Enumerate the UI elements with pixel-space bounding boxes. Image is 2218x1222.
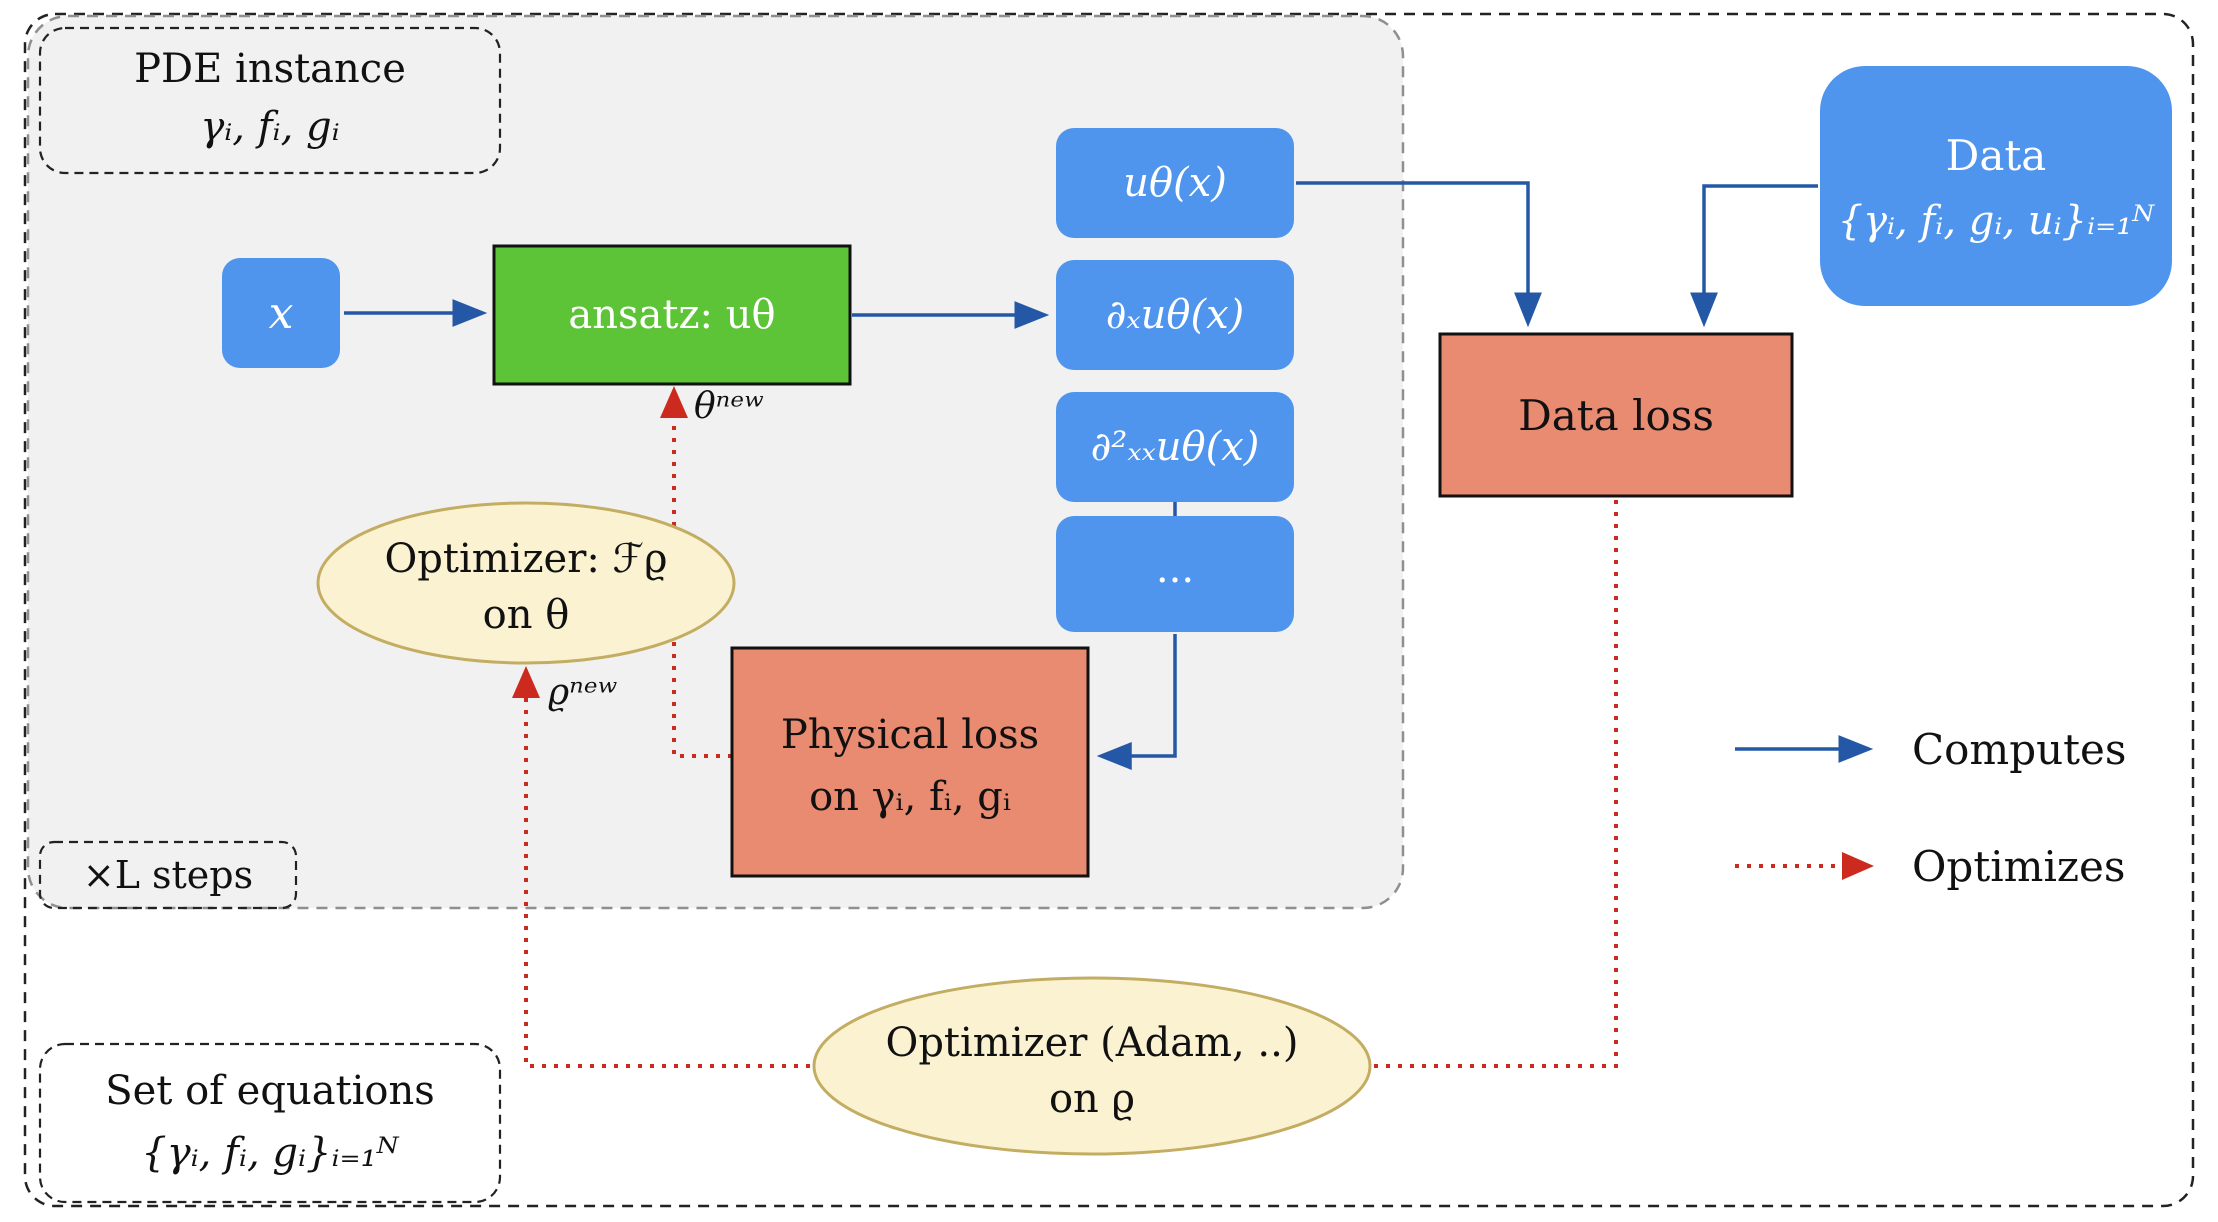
- first-derivative-node: [1056, 260, 1294, 370]
- pde-instance-box: [38, 26, 502, 175]
- second-derivative-node: [1056, 392, 1294, 502]
- outer-dashed-border: [23, 12, 2195, 1208]
- optimizer-theta-subtitle: on θ: [483, 592, 570, 638]
- rho-new-annotation: ϱⁿᵉʷ: [548, 672, 617, 713]
- pde-instance-title: PDE instance: [134, 46, 406, 92]
- data-node: [1820, 66, 2172, 306]
- optimizes-arrow-physicalloss-to-ansatz: [660, 386, 732, 758]
- x-input-label: x: [269, 288, 294, 339]
- steps-box: [38, 840, 298, 910]
- data-subtitle: {γᵢ, fᵢ, gᵢ, uᵢ}ᵢ₌₁ᴺ: [1838, 198, 2156, 244]
- data-loss-label: Data loss: [1518, 391, 1714, 440]
- data-loss-node: [1438, 332, 1794, 498]
- equations-set-title: Set of equations: [105, 1068, 435, 1114]
- u-theta-output-label: uθ(x): [1123, 160, 1227, 206]
- optimizer-rho-subtitle: on ϱ: [1049, 1076, 1135, 1122]
- ansatz-label: ansatz: uθ: [568, 292, 775, 338]
- legend-optimizes-label: Optimizes: [1912, 842, 2125, 891]
- optimizer-rho-title: Optimizer (Adam, ..): [886, 1020, 1299, 1066]
- physical-loss-subtitle: on γᵢ, fᵢ, gᵢ: [809, 774, 1011, 820]
- more-derivatives-label: ...: [1156, 546, 1194, 592]
- u-theta-output-node: [1056, 128, 1294, 238]
- steps-label: ×L steps: [83, 853, 253, 897]
- legend-computes-label: Computes: [1912, 725, 2126, 774]
- computes-arrow-data-to-dataloss: [1690, 184, 1818, 328]
- pde-instance-subtitle: γᵢ, fᵢ, gᵢ: [200, 104, 339, 150]
- first-derivative-label: ∂ₓuθ(x): [1106, 292, 1245, 338]
- physical-loss-title: Physical loss: [781, 712, 1039, 758]
- data-title: Data: [1946, 131, 2047, 180]
- optimizes-arrow-dataloss-to-optimizer: [1374, 500, 1618, 1068]
- equations-set-subtitle: {γᵢ, fᵢ, gᵢ}ᵢ₌₁ᴺ: [141, 1130, 399, 1176]
- optimizer-theta-title: Optimizer: ℱϱ: [384, 536, 667, 582]
- second-derivative-label: ∂²ₓₓuθ(x): [1091, 424, 1260, 470]
- computes-arrow-outputs-to-physicalloss: [1096, 634, 1177, 770]
- ansatz-node: [492, 244, 852, 386]
- optimizer-rho-node: [812, 976, 1372, 1156]
- x-input-node: [222, 258, 340, 368]
- theta-new-annotation: θⁿᵉʷ: [694, 386, 764, 427]
- more-derivatives-node: [1056, 516, 1294, 632]
- physical-loss-node: [730, 646, 1090, 878]
- computes-arrow-utheta-to-dataloss: [1296, 181, 1542, 328]
- optimizer-theta-node: [316, 501, 736, 665]
- equations-set-box: [38, 1042, 502, 1204]
